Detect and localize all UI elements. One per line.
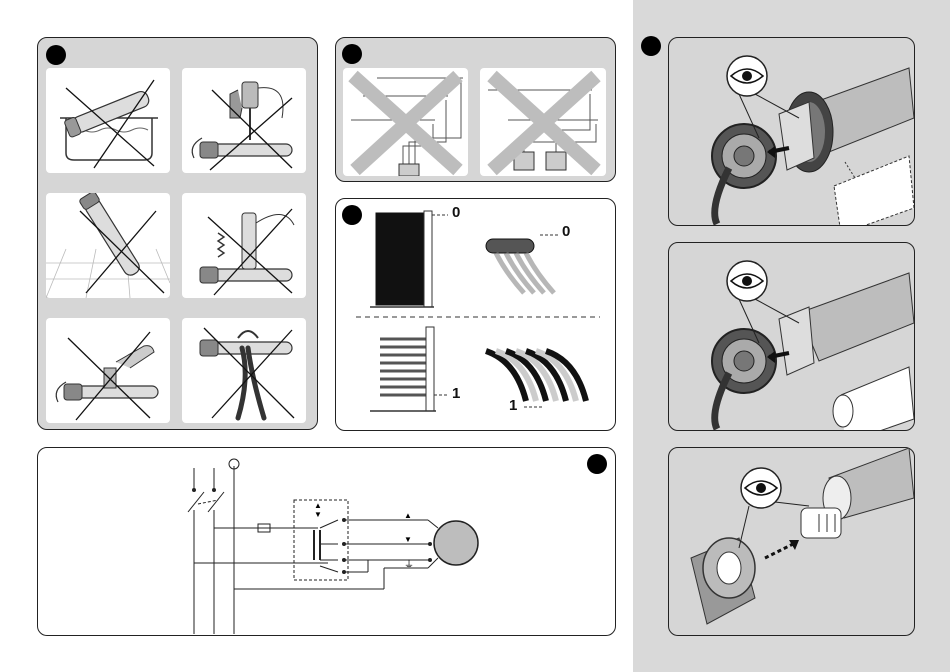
handling-warnings-panel [37,37,318,430]
limit-positions-panel: 0 0 1 1 [335,198,616,431]
tile-no-water [46,68,170,173]
earth-symbol: ⏚ [404,556,414,571]
parallel-one-switch-illustration [343,68,468,176]
tile-no-screwing [182,193,306,298]
cross-icon [80,211,164,293]
limit-positions-illustration [336,199,615,430]
tile-no-drilling [182,68,306,173]
tile-no-dropping [46,193,170,298]
wiring-diagram-panel: ▲ ▼ ▲ ▼ ⏚ [37,447,616,636]
wiring-diagram [38,448,615,635]
adapter-round-panel [668,242,915,431]
no-hammering-illustration [46,318,170,423]
section-marker [342,44,362,64]
motor-icon [434,521,478,565]
motor-down-symbol: ▼ [404,535,412,544]
tile-no-hammering [46,318,170,423]
off-position-label-ribbon: 0 [562,223,570,240]
adapter-round-illustration [669,243,914,430]
no-parallel-wiring-panel [335,37,616,182]
tile-no-squeezing [182,318,306,423]
parallel-two-switches-illustration [480,68,606,176]
adapter-octagonal-panel [668,37,915,226]
tile-parallel-one-switch [343,68,468,176]
motor-up-symbol: ▲ [404,511,412,520]
tile-parallel-two-switches [480,68,606,176]
no-squeezing-illustration [182,318,306,423]
off-position-label: 0 [452,204,460,221]
no-drilling-illustration [182,68,306,173]
on-position-label-ribbon: 1 [509,397,517,414]
up-arrow-symbol: ▲ [314,501,322,510]
drive-wheel-illustration [669,448,914,635]
no-water-illustration [46,68,170,173]
section-marker [641,36,661,56]
on-position-label: 1 [452,385,460,402]
section-marker [46,45,66,65]
drive-wheel-panel [668,447,915,636]
adapter-octagonal-illustration [669,38,914,225]
no-dropping-illustration [46,193,170,298]
no-screwing-illustration [182,193,306,298]
down-arrow-symbol: ▼ [314,510,322,519]
